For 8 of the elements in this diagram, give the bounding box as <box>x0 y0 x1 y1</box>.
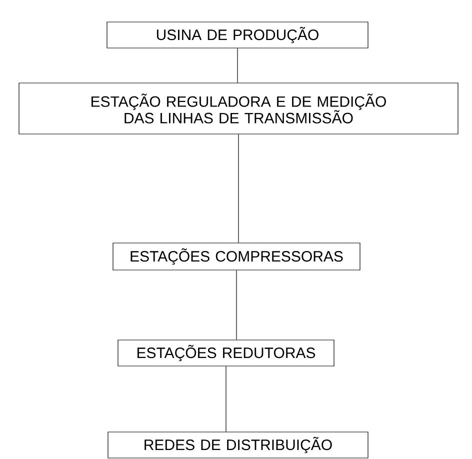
process-box: ESTAÇÕES REDUTORAS <box>118 340 334 366</box>
process-box: ESTAÇÃO REGULADORA E DE MEDIÇÃO DAS LINHAS DE TRANSMISSÃO <box>18 82 458 134</box>
process-box: REDES DE DISTRIBUIÇÃO <box>108 432 368 458</box>
connector-line <box>238 134 239 243</box>
process-box: USINA DE PRODUÇÃO <box>106 22 368 48</box>
connector-line <box>236 270 237 340</box>
connector-line <box>237 48 238 83</box>
process-box: ESTAÇÕES COMPRESSORAS <box>112 242 360 270</box>
